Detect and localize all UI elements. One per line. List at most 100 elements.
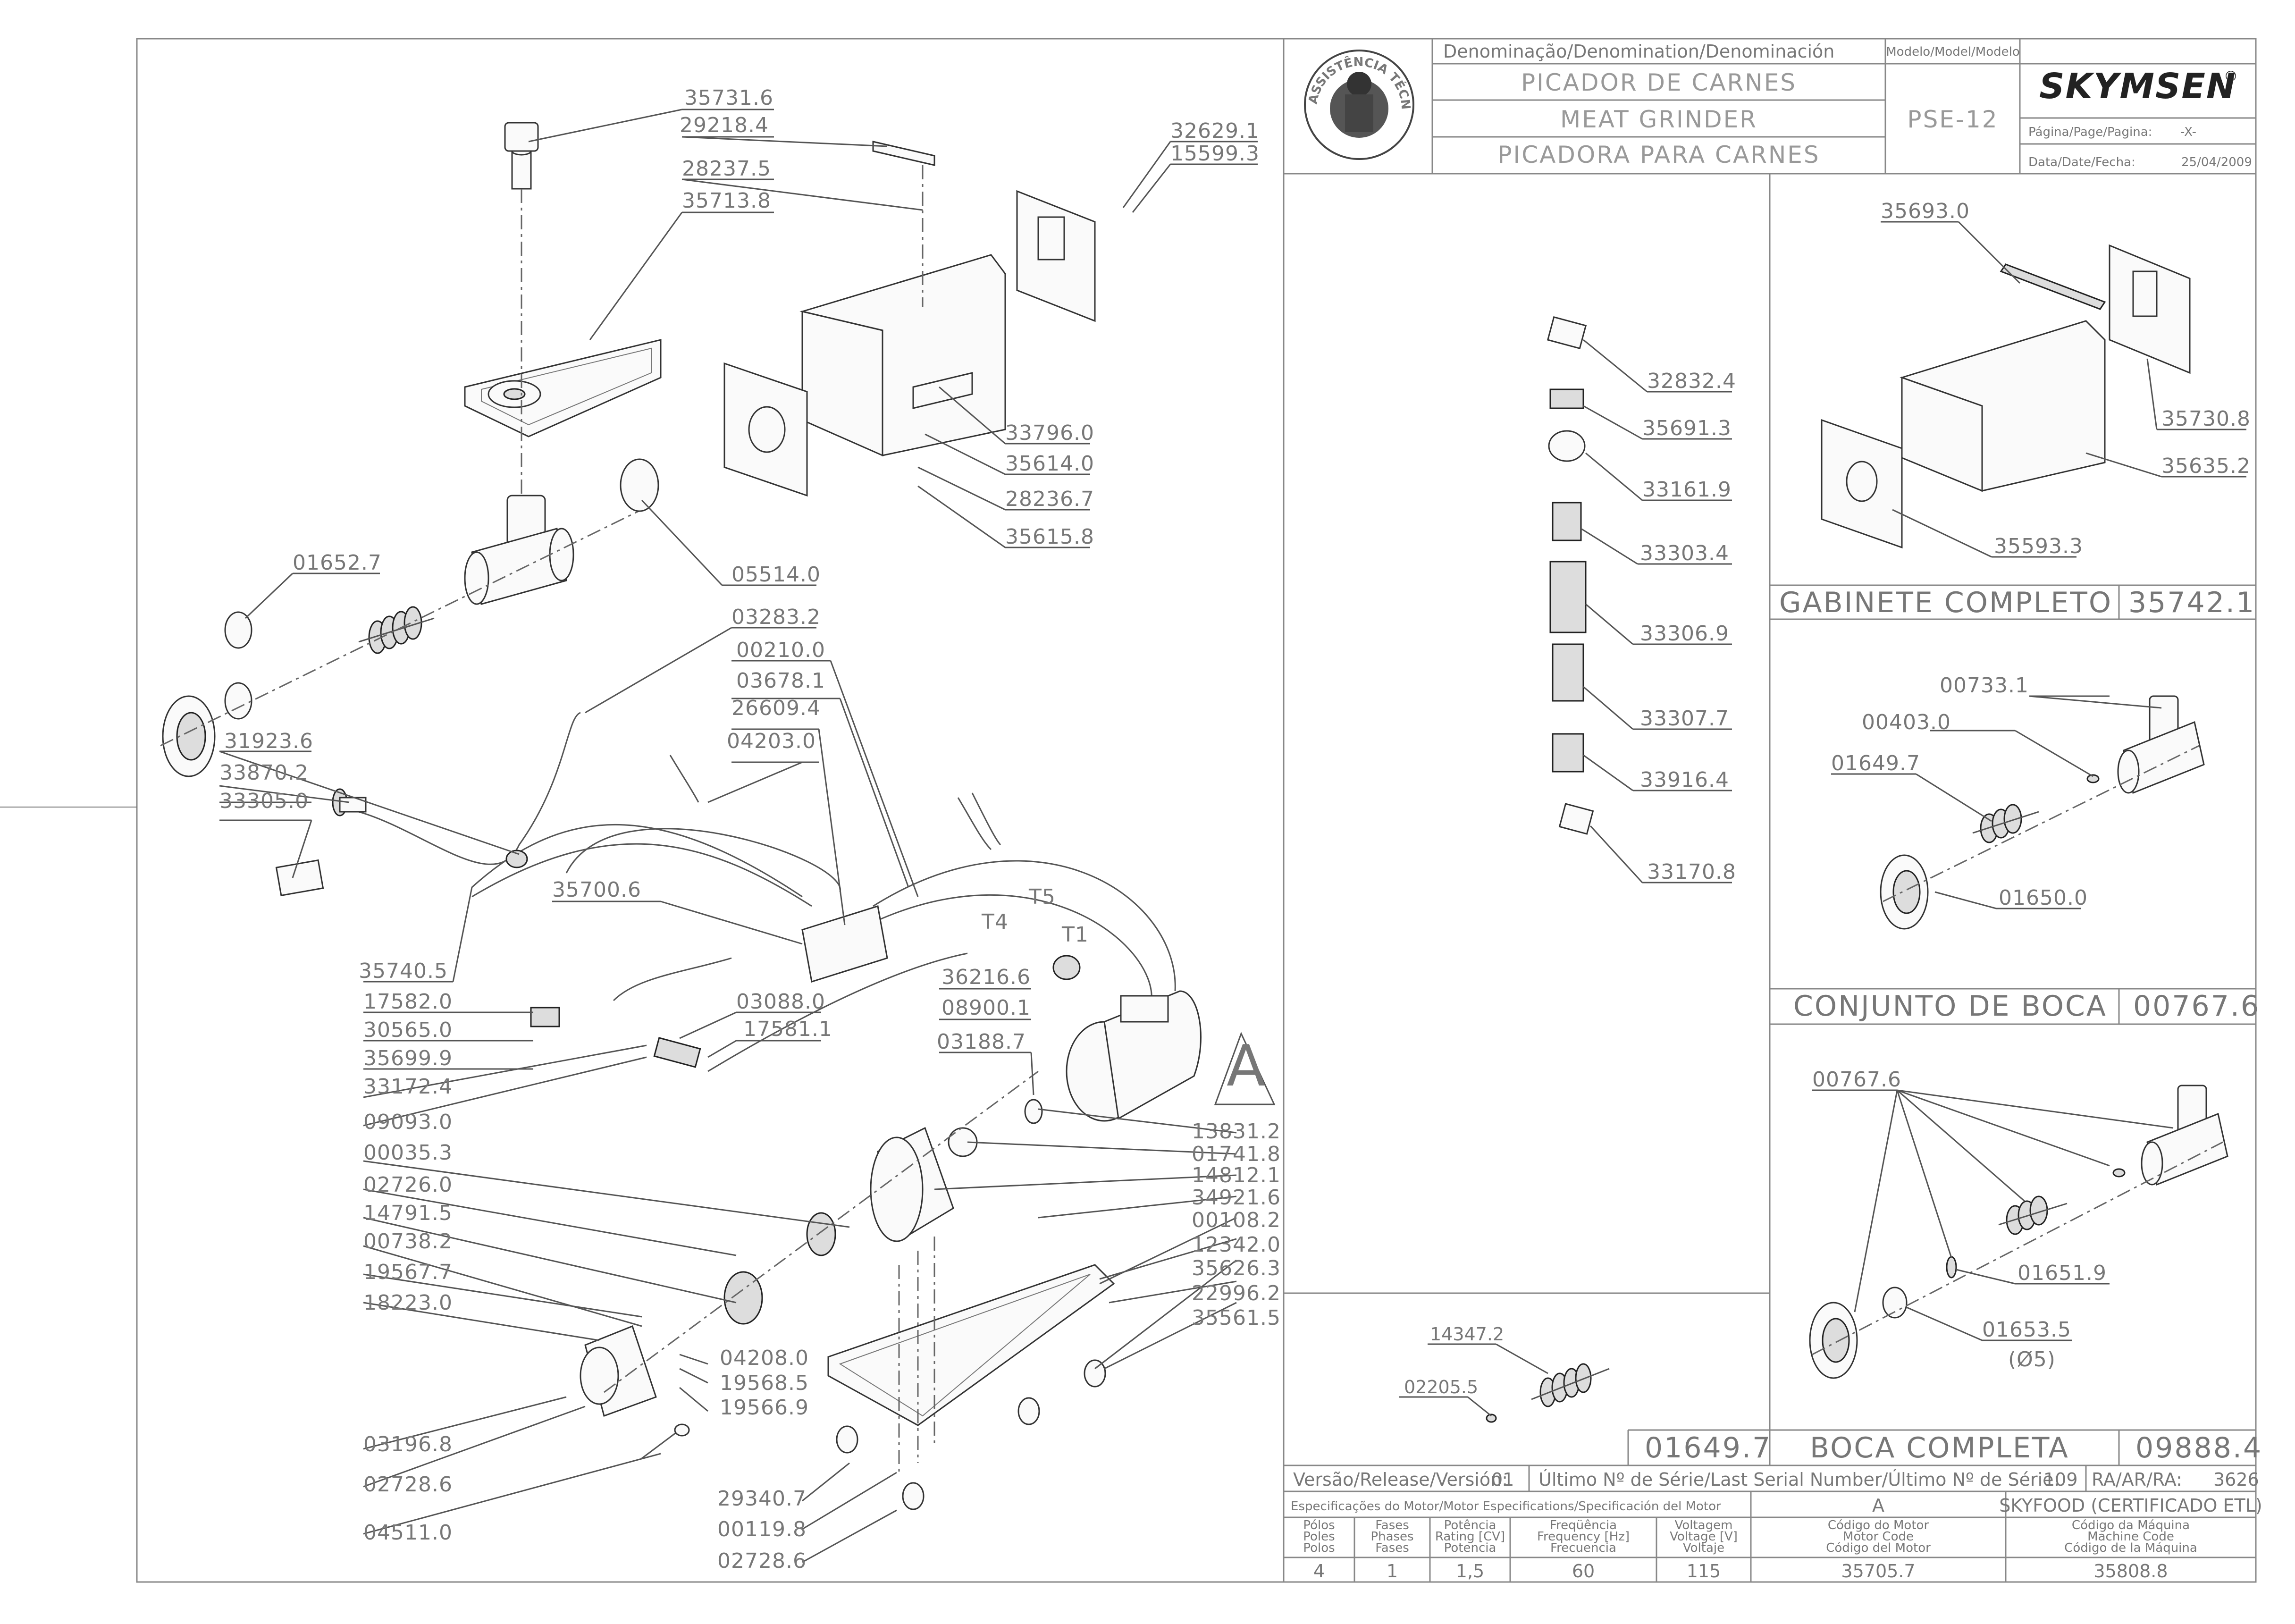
part-label: 35700.6 (552, 878, 641, 902)
terminal-block (801, 905, 888, 983)
part-label: 19568.5 (720, 1371, 809, 1395)
part-label: 01652.7 (293, 551, 382, 575)
part-label: 00738.2 (363, 1229, 453, 1254)
svg-text:Rating [CV]: Rating [CV] (1435, 1530, 1505, 1544)
bottom-code-row: 01649.7 BOCA COMPLETA 09888.4 (1284, 1429, 2261, 1466)
part-label: 17582.0 (363, 990, 453, 1014)
ra-label: RA/AR/RA: (2092, 1469, 2182, 1490)
part-label: 15599.3 (1170, 142, 1260, 166)
svg-text:Voltaje: Voltaje (1683, 1541, 1724, 1555)
top-bracket (872, 141, 935, 166)
version-label: Versão/Release/Versión: (1293, 1469, 1508, 1490)
part-label: 01650.0 (1999, 886, 2088, 910)
part-label: 13831.2 (1192, 1119, 1281, 1144)
worm-screw-detail-box: 14347.2 02205.5 (1399, 1324, 1610, 1423)
motor (1052, 955, 1202, 1122)
release-row: Versão/Release/Versión: 01 Último Nº de … (1284, 1465, 2259, 1492)
part-label: 28237.5 (682, 157, 771, 181)
part-label: 03678.1 (736, 669, 825, 693)
date-value: 25/04/2009 (2181, 155, 2252, 169)
part-label: 14812.1 (1192, 1163, 1281, 1187)
svg-text:1: 1 (1387, 1561, 1398, 1582)
title-block: ASSISTÊNCIA TÉCNICA AUTORIZADA Denominaç… (0, 0, 2256, 174)
motor-letter: A (1872, 1495, 1884, 1516)
part-label: 34921.6 (1192, 1186, 1281, 1210)
svg-text:4: 4 (1313, 1561, 1325, 1582)
gearbox-housing (870, 1099, 1043, 1242)
shaft-pin (641, 1423, 690, 1459)
svg-text:Potência: Potência (1444, 1518, 1496, 1532)
cabinet-cover (799, 254, 1006, 457)
part-label: 05514.0 (731, 563, 821, 587)
model-header: Modelo/Model/Modelo (1886, 45, 2020, 59)
ra-value: 3626 (2213, 1469, 2259, 1490)
svg-text:Voltagem: Voltagem (1675, 1518, 1733, 1532)
rear-panel (1016, 190, 1096, 322)
part-label: 35615.8 (1005, 525, 1094, 549)
part-label: 35635.2 (2161, 454, 2251, 478)
gabinete-completo-panel: 35693.0 35730.8 35635.2 35593.3 GABINETE… (1770, 199, 2256, 619)
part-label: 01649.7 (1831, 751, 1920, 775)
svg-text:Machine Code: Machine Code (2087, 1530, 2174, 1544)
part-label: 35731.6 (684, 86, 773, 110)
part-label: 35713.8 (682, 189, 771, 213)
version-value: 01 (1491, 1469, 1514, 1490)
grinder-head (464, 495, 574, 605)
part-label: 26609.4 (731, 696, 821, 720)
part-label: 33172.4 (363, 1075, 453, 1099)
svg-text:Código da Máquina: Código da Máquina (2072, 1518, 2190, 1532)
certification: SKYFOOD (CERTIFICADO ETL) (1999, 1495, 2262, 1516)
svg-text:Frecuencia: Frecuencia (1550, 1541, 1616, 1555)
name-pt: PICADOR DE CARNES (1521, 69, 1797, 96)
leader-lines (219, 109, 1258, 1563)
wire-T5: T5 (1028, 885, 1056, 909)
model-value: PSE-12 (1907, 106, 1998, 133)
part-label: 35740.5 (359, 959, 448, 983)
part-label: 35699.9 (363, 1046, 453, 1070)
svg-text:Código de la Máquina: Código de la Máquina (2064, 1541, 2197, 1555)
part-label: 03088.0 (736, 990, 825, 1014)
part-label: 33307.7 (1640, 707, 1729, 731)
svg-text:35705.7: 35705.7 (1841, 1561, 1915, 1582)
part-label: 00210.0 (736, 638, 825, 662)
brand-logo: SKYMSEN ® (2039, 66, 2238, 107)
part-label: 03188.7 (937, 1030, 1026, 1054)
part-label: 32832.4 (1647, 369, 1736, 393)
part-label: 22996.2 (1192, 1281, 1281, 1305)
page-label: Página/Page/Pagina: (2028, 125, 2152, 139)
spec-col-frequency: Freqüência Frequency [Hz] Frecuencia 60 (1537, 1518, 1630, 1582)
svg-text:Pólos: Pólos (1303, 1518, 1335, 1532)
drawing-frame (136, 38, 2257, 1583)
svg-text:Fases: Fases (1375, 1518, 1409, 1532)
serial-label: Último Nº de Série/Last Serial Number/Úl… (1538, 1469, 2060, 1490)
motor-callout-A: A (1214, 1032, 1276, 1105)
svg-text:Freqüência: Freqüência (1550, 1518, 1617, 1532)
motor-specs-table: Especificações do Motor/Motor Especifica… (1284, 1491, 2262, 1582)
part-label: 35730.8 (2161, 407, 2251, 431)
part-label: 09093.0 (363, 1110, 453, 1134)
part-label: 19567.7 (363, 1260, 453, 1284)
svg-text:Poles: Poles (1303, 1530, 1335, 1544)
part-label: 33161.9 (1642, 478, 1732, 502)
svg-text:Fases: Fases (1375, 1541, 1409, 1555)
part-label: 33170.8 (1647, 860, 1736, 884)
svg-text:Código del Motor: Código del Motor (1826, 1541, 1931, 1555)
part-label: 36216.6 (942, 965, 1031, 989)
gears (723, 1212, 836, 1325)
part-label: 02728.6 (363, 1473, 453, 1497)
part-label: 35691.3 (1642, 416, 1732, 440)
gabinete-title: GABINETE COMPLETO (1779, 586, 2112, 619)
part-label: 33303.4 (1640, 541, 1729, 565)
part-label: 14347.2 (1430, 1324, 1504, 1345)
base-plate (827, 1264, 1115, 1426)
part-label: 00767.6 (1812, 1068, 1901, 1092)
gasket (620, 458, 659, 512)
part-label: 04203.0 (727, 729, 816, 753)
switch (530, 1007, 701, 1068)
cutting-plate (224, 611, 252, 720)
main-assembly-drawing: A T5 T4 T1 35731.6 29218.4 28237.5 35713… (160, 86, 1281, 1573)
page-value: -X- (2180, 125, 2196, 139)
main-part-labels: 35731.6 29218.4 28237.5 35713.8 32629.1 … (219, 86, 1281, 1573)
part-label: 35693.0 (1881, 199, 1970, 223)
worm-screw (358, 606, 435, 654)
